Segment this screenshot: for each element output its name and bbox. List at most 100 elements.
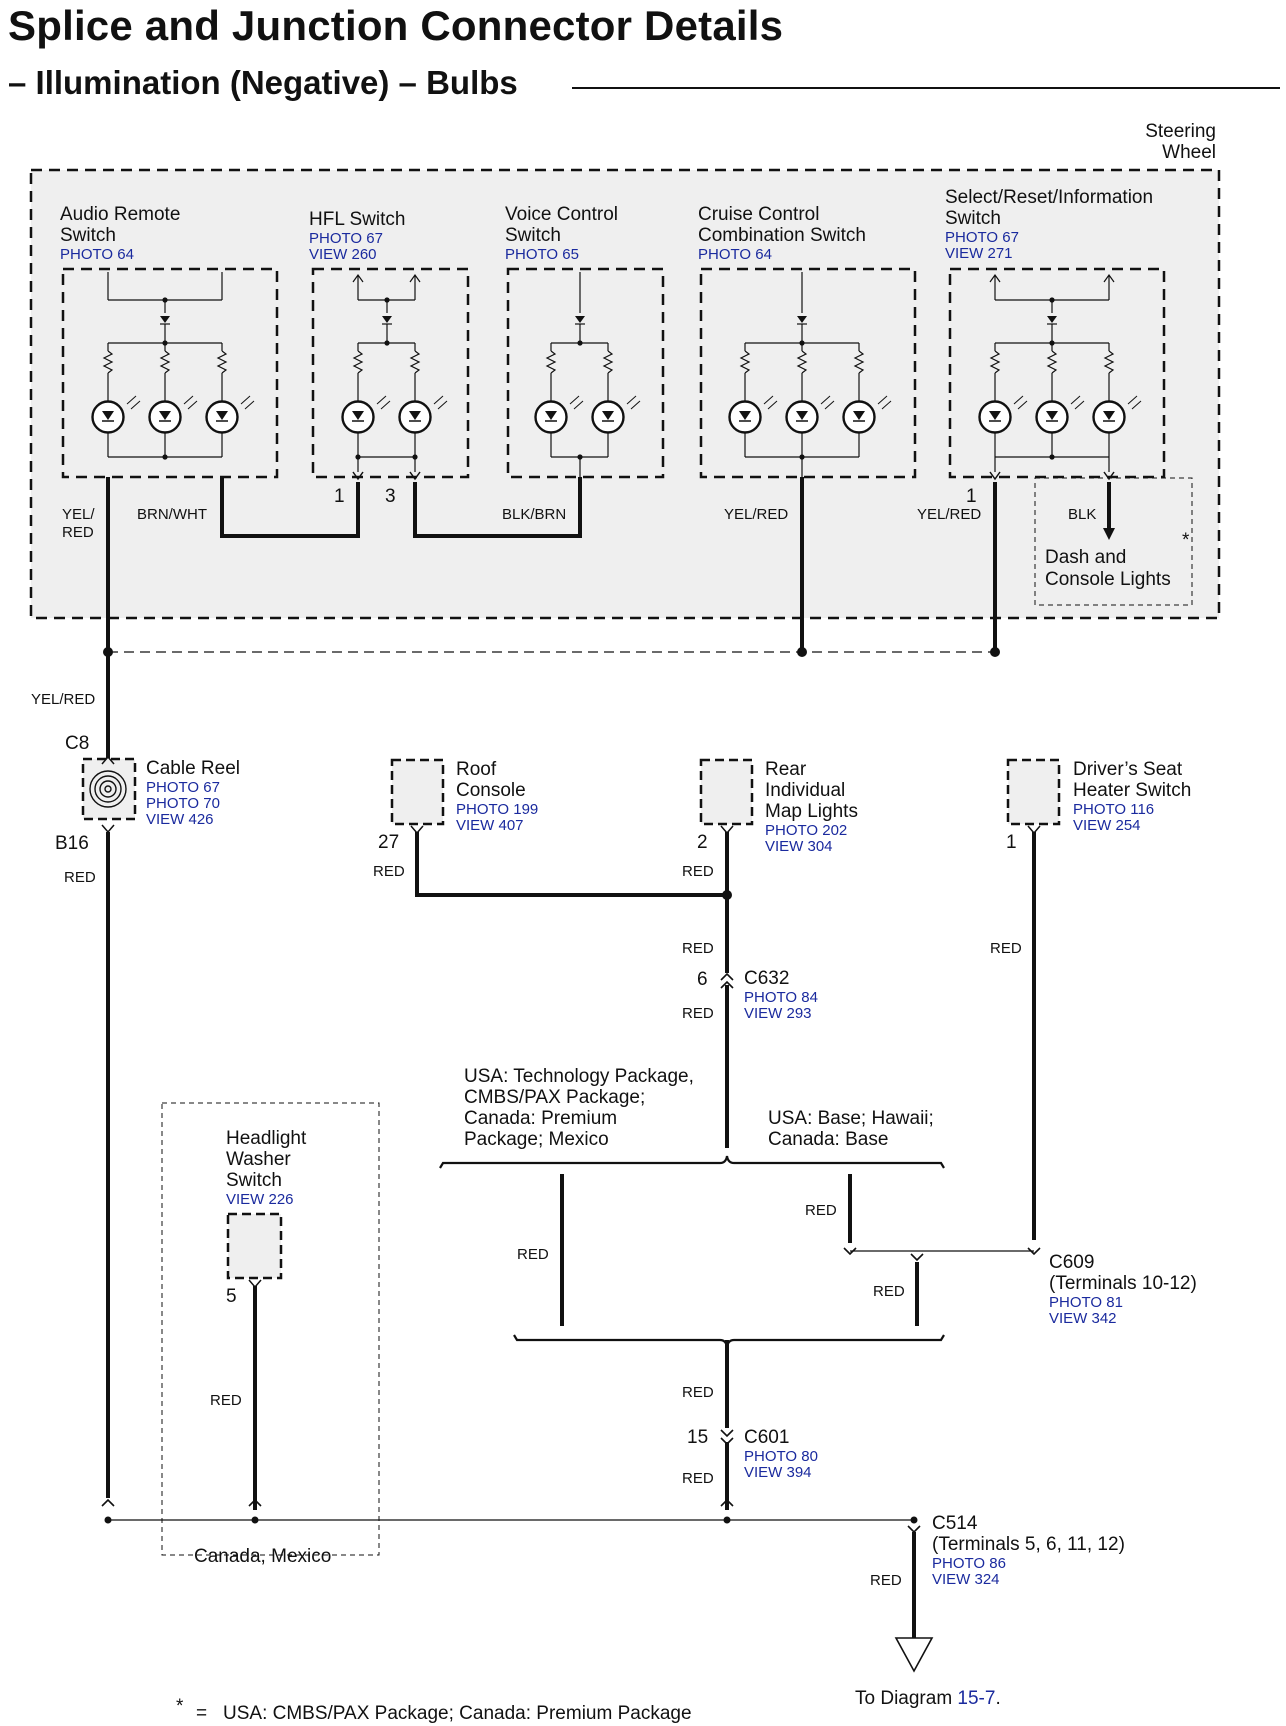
wire-label-red-c632-bottom: RED [682,1005,714,1022]
svg-text:Switch: Switch [945,208,1001,229]
wire-label-red-washer: RED [210,1392,242,1409]
svg-text:VIEW 304: VIEW 304 [765,838,833,855]
page-subtitle: – Illumination (Negative) – Bulbs [8,64,518,101]
switch-label-audio-remote: Audio Remote Switch PHOTO 64 [60,204,180,263]
wire-label-red-c632-top: RED [682,940,714,957]
svg-text:Wheel: Wheel [1162,142,1216,163]
svg-text:CMBS/PAX Package;: CMBS/PAX Package; [464,1087,645,1108]
svg-text:USA: Base; Hawaii;: USA: Base; Hawaii; [768,1108,934,1129]
hfl-switch [311,267,470,481]
svg-text:PHOTO 80: PHOTO 80 [744,1448,818,1465]
svg-text:PHOTO 70: PHOTO 70 [146,795,220,812]
hfl-pin-1: 1 [334,486,345,507]
svg-text:VIEW 342: VIEW 342 [1049,1310,1117,1327]
c514-connector-icon [907,1525,921,1534]
dash-asterisk: * [1182,530,1190,551]
c609-label: C609 [1049,1252,1094,1273]
steering-wheel-wires [106,477,1111,652]
cable-reel-connector-top: C8 [65,733,89,754]
svg-text:PHOTO 64: PHOTO 64 [60,246,134,263]
wire-label-blk: BLK [1068,506,1096,523]
option-base: USA: Base; Hawaii; Canada: Base [768,1108,934,1150]
svg-text:VIEW 324: VIEW 324 [932,1571,1000,1588]
svg-text:Canada: Premium: Canada: Premium [464,1108,617,1129]
svg-text:(Terminals 5, 6, 11, 12): (Terminals 5, 6, 11, 12) [932,1534,1125,1555]
svg-text:PHOTO 86: PHOTO 86 [932,1555,1006,1572]
to-diagram-link[interactable]: To Diagram 15-7. [855,1688,1001,1709]
wire-label-yel-red-sri: YEL/RED [917,506,981,523]
svg-text:RED: RED [62,524,94,541]
rear-map-lights-label: Rear [765,759,807,780]
wire-label-red-roof: RED [373,863,405,880]
page-title: Splice and Junction Connector Details [8,2,784,49]
wire-label-yel-red-cruise: YEL/RED [724,506,788,523]
canada-mexico-label: Canada, Mexico [194,1546,331,1567]
wire-label-red-tech: RED [517,1246,549,1263]
svg-text:VIEW 271: VIEW 271 [945,245,1013,262]
dash-arrow-icon [1103,528,1115,540]
c601-label: C601 [744,1427,789,1448]
steering-wheel-panel [29,168,1221,620]
svg-text:Individual: Individual [765,780,845,801]
switch-label-cruise-control: Cruise Control Combination Switch PHOTO … [698,204,866,263]
c601-pin: 15 [687,1427,708,1448]
switch-label-select-reset-info: Select/Reset/Information Switch PHOTO 67… [945,187,1153,262]
select-reset-info-switch [948,267,1166,481]
svg-text:HFL Switch: HFL Switch [309,209,405,230]
svg-text:PHOTO 202: PHOTO 202 [765,822,847,839]
seat-heater-switch [1006,758,1061,835]
svg-text:VIEW 426: VIEW 426 [146,811,214,828]
svg-text:VIEW 407: VIEW 407 [456,817,524,834]
svg-text:Canada: Base: Canada: Base [768,1129,888,1150]
svg-text:USA: Technology Package,: USA: Technology Package, [464,1066,694,1087]
svg-text:PHOTO 67: PHOTO 67 [945,229,1019,246]
switch-label-hfl: HFL Switch PHOTO 67 VIEW 260 [309,209,405,263]
svg-text:Switch: Switch [60,225,116,246]
svg-text:Console Lights: Console Lights [1045,569,1171,590]
c601-connector-icon [720,1429,734,1446]
seat-heater-label: Driver’s Seat [1073,759,1183,780]
wire-label-red-c514: RED [870,1572,902,1589]
svg-text:PHOTO 65: PHOTO 65 [505,246,579,263]
wire-label-red-rear-map: RED [682,863,714,880]
svg-text:Cruise Control: Cruise Control [698,204,819,225]
headlight-washer-pin: 5 [226,1286,237,1307]
option-bracket-bottom [513,1334,945,1348]
svg-text:PHOTO 64: PHOTO 64 [698,246,772,263]
svg-text:Switch: Switch [505,225,561,246]
headlight-washer-switch [226,1212,283,1289]
rear-map-pin: 2 [697,832,708,853]
svg-text:Map Lights: Map Lights [765,801,858,822]
svg-text:Heater Switch: Heater Switch [1073,780,1191,801]
svg-text:Package; Mexico: Package; Mexico [464,1129,609,1150]
svg-text:VIEW 293: VIEW 293 [744,1005,812,1022]
headlight-washer-label: Headlight [226,1128,307,1149]
svg-text:PHOTO 81: PHOTO 81 [1049,1294,1123,1311]
wire-label-red-seat: RED [990,940,1022,957]
svg-text:Combination Switch: Combination Switch [698,225,866,246]
wire-label-yel-red: YEL/ [62,506,95,523]
svg-text:PHOTO 199: PHOTO 199 [456,801,538,818]
dash-console-lights-box [1034,477,1193,606]
wire-label-red-c609-right: RED [873,1283,905,1300]
svg-text:VIEW 260: VIEW 260 [309,246,377,263]
cable-reel-connector-bottom: B16 [55,833,89,854]
c609-connector-icon [843,1247,1041,1262]
seat-heater-pin: 1 [1006,832,1017,853]
c632-connector-icon [720,972,734,989]
ground-triangle-icon [894,1637,934,1673]
roof-console-label: Roof [456,759,497,780]
wire-label-blk-brn: BLK/BRN [502,506,566,523]
option-bracket-top [439,1155,945,1169]
svg-text:PHOTO 67: PHOTO 67 [146,779,220,796]
dash-console-lights-label: Dash and [1045,547,1126,568]
svg-text:Console: Console [456,780,526,801]
wire-label-red-c601-bottom: RED [682,1470,714,1487]
c632-pin: 6 [697,969,708,990]
svg-text:Switch: Switch [226,1170,282,1191]
switch-label-voice-control: Voice Control Switch PHOTO 65 [505,204,618,263]
svg-text:Washer: Washer [226,1149,291,1170]
wire-label-red-cable-reel: RED [64,869,96,886]
voice-control-switch [506,267,665,479]
